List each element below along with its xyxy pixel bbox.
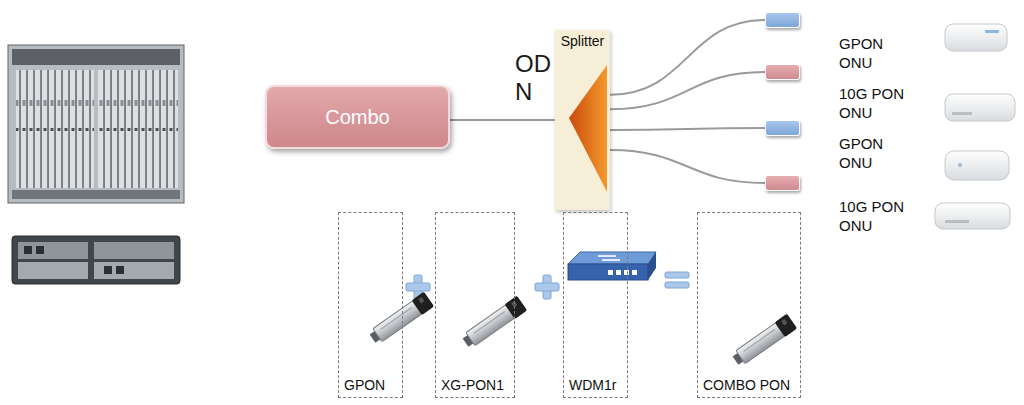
node-label: GPON xyxy=(344,377,385,393)
onu-device xyxy=(945,24,1007,51)
network-label: ODN xyxy=(515,50,553,105)
olt-small-chassis xyxy=(12,236,180,284)
onu-label: GPON ONU xyxy=(839,135,909,173)
module-box: COMBO PON xyxy=(697,212,801,398)
onu-device xyxy=(935,203,1010,229)
sfp-module xyxy=(460,296,527,350)
sfp-module xyxy=(730,314,797,368)
splitter-box: Splitter xyxy=(555,30,610,210)
node-label: Splitter xyxy=(561,33,605,49)
wdm-switch xyxy=(568,252,656,280)
onu-label: 10G PON ONU xyxy=(839,85,909,123)
plus-symbol xyxy=(535,275,559,299)
equals-symbol xyxy=(665,272,689,288)
onu-device xyxy=(945,94,1015,121)
node-label: COMBO PON xyxy=(703,377,790,393)
splitter-triangle xyxy=(555,30,610,210)
olt-chassis xyxy=(8,45,184,203)
onu-port: 10G PON ONU xyxy=(765,175,800,191)
fiber-line xyxy=(610,72,765,109)
fiber-line xyxy=(450,119,555,121)
fiber-line xyxy=(610,150,765,183)
module-box: WDM1r xyxy=(563,212,628,398)
node-label: XG-PON1 xyxy=(441,377,504,393)
onu-label: 10G PON ONU xyxy=(839,198,909,236)
sfp-module xyxy=(367,292,434,346)
node-label: WDM1r xyxy=(569,377,616,393)
olt-board-box: Combo xyxy=(265,85,450,149)
fiber-line xyxy=(610,128,765,130)
onu-port: GPON ONU xyxy=(765,120,800,136)
onu-label: GPON ONU xyxy=(839,35,909,73)
onu-port: GPON ONU xyxy=(765,12,800,28)
fiber-line xyxy=(610,20,765,95)
onu-device xyxy=(945,151,1009,180)
node-label: Combo xyxy=(325,106,389,129)
module-box: GPON xyxy=(338,212,403,398)
onu-port: 10G PON ONU xyxy=(765,64,800,80)
module-box: XG-PON1 xyxy=(435,212,515,398)
